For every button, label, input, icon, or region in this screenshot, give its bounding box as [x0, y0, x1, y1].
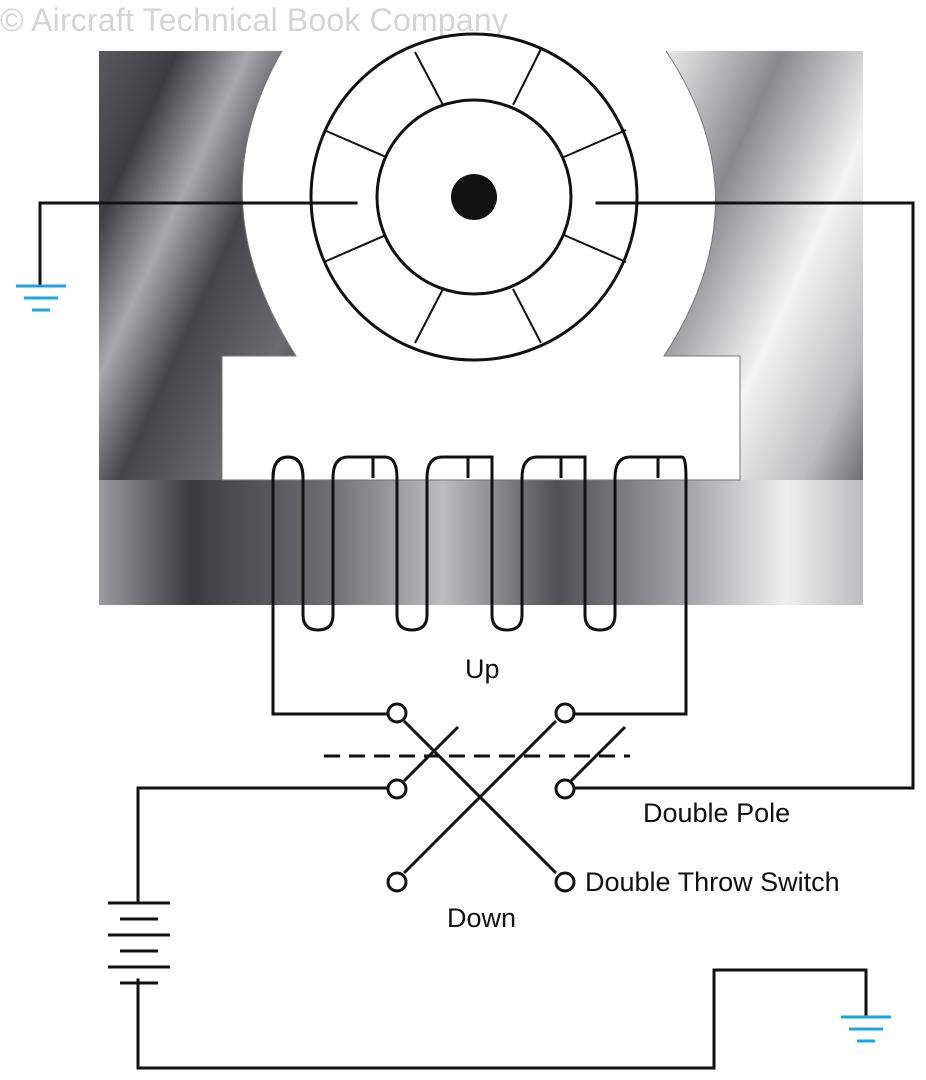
coil-right-to-switch-wire [571, 603, 688, 716]
left-brush-ground-wire [38, 201, 358, 287]
battery-bottom-ground-wire [136, 968, 868, 1070]
yoke [99, 480, 863, 605]
dpdt-switch [324, 702, 630, 893]
field-frame [99, 50, 863, 605]
label-double-throw-switch: Double Throw Switch [585, 867, 840, 897]
armature-shaft [451, 174, 497, 220]
label-double-pole: Double Pole [643, 798, 790, 828]
switch-terminal-icon [386, 702, 408, 724]
right-brush-wire [571, 201, 915, 790]
switch-terminal-icon [554, 702, 576, 724]
switch-terminal-icon [386, 871, 408, 893]
left-pole-piece [99, 51, 296, 480]
field-coil-winding [271, 455, 688, 632]
commutator-segments [323, 48, 627, 344]
battery-icon [108, 901, 170, 985]
ground-symbol-icon [841, 1015, 891, 1043]
watermark: © Aircraft Technical Book Company [0, 2, 509, 38]
label-up: Up [465, 654, 500, 684]
battery-top-wire [136, 786, 391, 902]
commutator-ring [375, 98, 573, 296]
coil-left-to-switch-wire [271, 603, 391, 716]
switch-terminals [386, 702, 576, 893]
ground-symbol-icon [16, 284, 66, 312]
right-pole-piece [664, 51, 863, 480]
field-coil-loops [271, 455, 305, 479]
pole-face-left-edge [221, 50, 741, 481]
switch-blades [402, 719, 627, 875]
switch-terminal-icon [554, 778, 576, 800]
label-down: Down [447, 903, 516, 933]
switch-terminal-icon [386, 778, 408, 800]
switch-terminal-icon [554, 871, 576, 893]
wiring [38, 201, 915, 1070]
armature [309, 32, 639, 362]
